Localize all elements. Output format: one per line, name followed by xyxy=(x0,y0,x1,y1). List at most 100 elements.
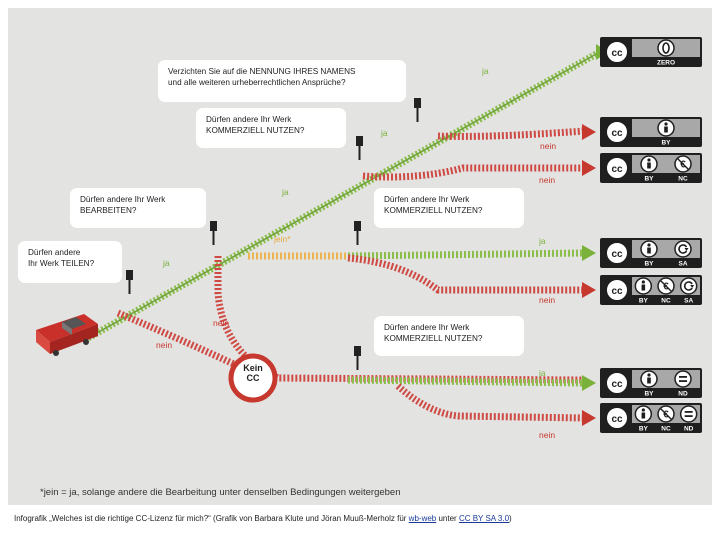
license-term-label: NC xyxy=(661,298,671,305)
no-cc-line2: CC xyxy=(246,373,260,383)
zero-icon xyxy=(657,39,675,57)
arrow-bysa xyxy=(582,245,596,261)
track-bync-nein xyxy=(362,164,584,181)
answer-q5-nein: nein xyxy=(156,340,173,350)
signal-post-q2 xyxy=(356,136,363,160)
license-term-label: SA xyxy=(678,261,687,268)
question-q4-line2: KOMMERZIELL NUTZEN? xyxy=(384,205,483,215)
license-term-label: SA xyxy=(684,298,693,305)
share-alike-icon xyxy=(674,240,692,258)
answer-q3-nein: nein xyxy=(213,318,230,328)
answer-q3-jein: jein* xyxy=(274,234,291,244)
arrow-bynd xyxy=(582,375,596,391)
arrow-bync xyxy=(582,160,596,176)
answer-q6-ja: ja xyxy=(539,368,546,378)
signal-post-q1 xyxy=(414,98,421,122)
question-bubble-q1: Verzichten Sie auf die NENNUNG IHRES NAM… xyxy=(158,60,406,102)
track-teilen-nein xyxy=(116,309,240,370)
footnote: *jein = ja, solange andere die Bearbeitu… xyxy=(40,487,401,498)
license-term-label: ND xyxy=(678,391,688,398)
license-term-label: NC xyxy=(661,426,671,433)
cc-logo-text: cc xyxy=(611,48,623,59)
cc-logo-icon xyxy=(605,371,629,395)
question-q6-line1: Dürfen andere Ihr Werk xyxy=(384,323,470,332)
track-byncsa-nein xyxy=(347,254,584,294)
answer-q2-nein: nein xyxy=(540,141,557,151)
license-term-label: NC xyxy=(678,176,688,183)
no-derivatives-icon xyxy=(679,405,698,423)
caption-prefix: Infografik „Welches ist die richtige CC-… xyxy=(14,514,409,523)
caption-suffix: ) xyxy=(509,514,512,523)
cc-logo-text: cc xyxy=(611,249,623,260)
cc-logo-text: cc xyxy=(611,164,623,175)
question-q2-line1: Dürfen andere Ihr Werk xyxy=(206,115,292,124)
signal-post-q5 xyxy=(126,270,133,294)
question-bubble-q2: Dürfen andere Ihr Werk KOMMERZIELL NUTZE… xyxy=(196,108,346,148)
no-cc-line1: Kein xyxy=(243,363,263,373)
track-bysa-ja xyxy=(347,249,585,260)
answer-q6-nein: nein xyxy=(539,430,556,440)
answer-q5-ja: ja xyxy=(163,258,170,268)
locomotive-icon xyxy=(36,314,98,356)
question-bubble-q4: Dürfen andere Ihr Werk KOMMERZIELL NUTZE… xyxy=(374,188,524,228)
license-term-label: BY xyxy=(644,391,654,398)
answer-q4-nein: nein xyxy=(539,295,556,305)
cc-logo-icon xyxy=(605,241,629,265)
cc-logo-text: cc xyxy=(611,379,623,390)
answer-q4-ja: ja xyxy=(539,236,546,246)
license-term-label: ZERO xyxy=(657,60,675,67)
signal-post-q3 xyxy=(210,221,217,245)
cc-logo-icon xyxy=(605,40,629,64)
question-q6-line2: KOMMERZIELL NUTZEN? xyxy=(384,333,483,343)
track-bynd-ja xyxy=(347,376,585,387)
share-alike-icon xyxy=(679,277,698,295)
arrow-byncsa xyxy=(582,282,596,298)
no-derivatives-icon xyxy=(674,370,692,388)
answer-q2-ja: ja xyxy=(381,128,388,138)
license-term-label: BY xyxy=(639,298,649,305)
license-term-label: BY xyxy=(644,176,654,183)
answer-q3-ja: ja xyxy=(282,187,289,197)
question-q3-line2: BEARBEITEN? xyxy=(80,205,137,215)
arrow-by xyxy=(582,124,596,140)
no-cc-sign xyxy=(228,353,278,403)
caption: Infografik „Welches ist die richtige CC-… xyxy=(14,514,512,523)
track-byncnd-nein xyxy=(395,383,585,422)
caption-link-wbweb[interactable]: wb-web xyxy=(408,514,437,523)
caption-middle: unter xyxy=(436,514,459,523)
question-bubble-q5: Dürfen andere Ihr Werk TEILEN? xyxy=(18,241,122,283)
cc-logo-icon xyxy=(605,406,629,430)
signal-post-q6 xyxy=(354,346,361,370)
arrow-byncnd xyxy=(582,410,596,426)
caption-link-license[interactable]: CC BY SA 3.0 xyxy=(458,514,510,523)
signal-post-q4 xyxy=(354,221,361,245)
license-term-label: BY xyxy=(644,261,654,268)
no-cc-label: Kein CC xyxy=(231,363,275,383)
question-q1-line2: und alle weiteren urheberrechtlichen Ans… xyxy=(168,77,346,87)
question-q2-line2: KOMMERZIELL NUTZEN? xyxy=(206,125,305,135)
cc-logo-text: cc xyxy=(611,286,623,297)
cc-logo-icon xyxy=(605,120,629,144)
answer-q1-ja: ja xyxy=(482,66,489,76)
track-by-nein xyxy=(437,127,585,140)
cc-logo-icon xyxy=(605,156,629,180)
cc-logo-icon xyxy=(605,278,629,302)
license-term-label: ND xyxy=(684,426,694,433)
question-q1-line1: Verzichten Sie auf die NENNUNG IHRES NAM… xyxy=(168,67,356,76)
question-q4-line1: Dürfen andere Ihr Werk xyxy=(384,195,470,204)
cc-logo-text: cc xyxy=(611,414,623,425)
answer-q2b-nein: nein xyxy=(539,175,556,185)
question-bubble-q3: Dürfen andere Ihr Werk BEARBEITEN? xyxy=(70,188,206,228)
license-term-label: BY xyxy=(661,140,671,147)
cc-logo-text: cc xyxy=(611,128,623,139)
question-q5-line2: Ihr Werk TEILEN? xyxy=(28,258,95,268)
question-q5-line1: Dürfen andere xyxy=(28,248,81,257)
question-bubble-q6: Dürfen andere Ihr Werk KOMMERZIELL NUTZE… xyxy=(374,316,524,356)
